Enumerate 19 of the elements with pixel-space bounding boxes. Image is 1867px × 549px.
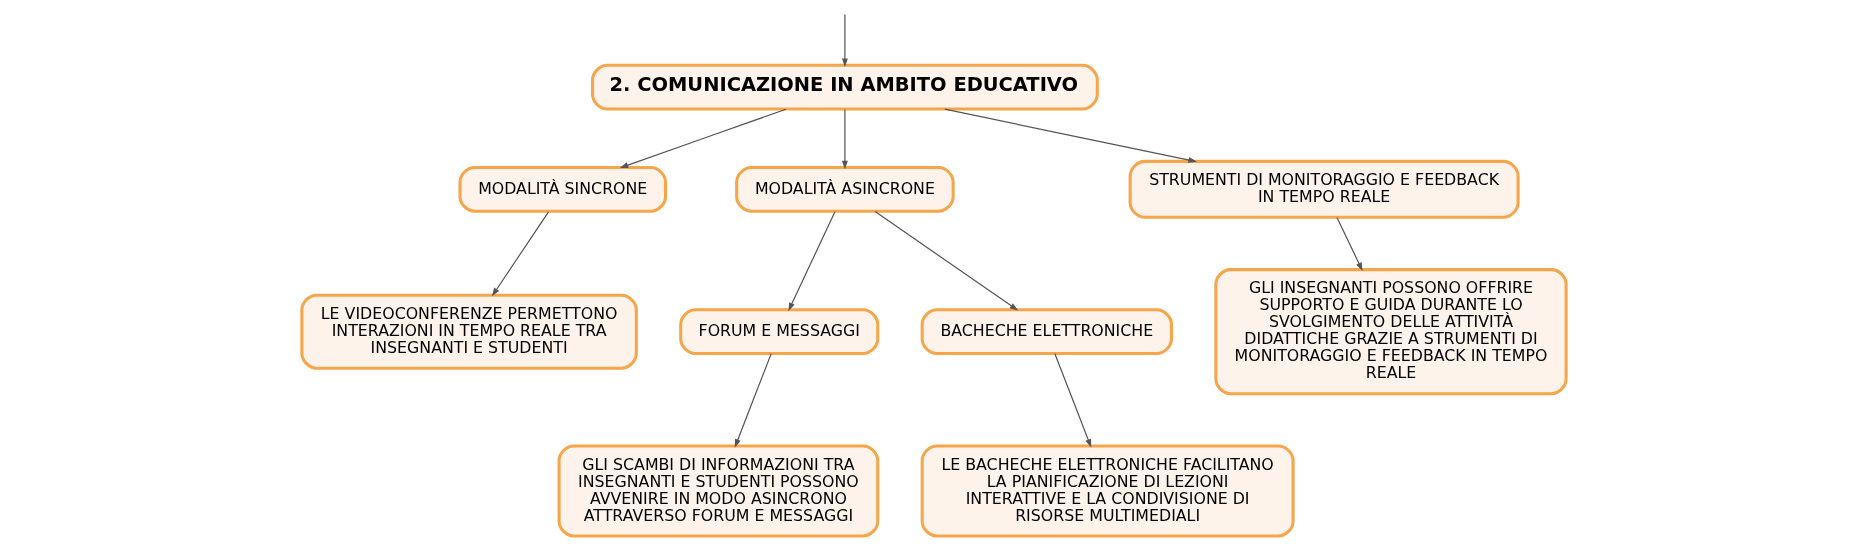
- node-box: FORUM E MESSAGGI: [678, 308, 879, 356]
- arrow: [734, 353, 772, 448]
- node-box: LE VIDEOCONFERENZE PERMETTONO INTERAZIONI IN TEMPO REALE TRA INSEGNANTI E STUDENTI: [299, 293, 638, 370]
- arrow: [491, 211, 549, 297]
- arrow: [1053, 353, 1091, 448]
- node-box: BACHECHE ELETTRONICHE: [920, 308, 1173, 356]
- arrow: [943, 108, 1197, 163]
- arrow: [619, 108, 787, 168]
- node-box: GLI INSEGNANTI POSSONO OFFRIRE SUPPORTO E GUIDA DURANTE LO SVOLGIMENTO DELLE ATTIVITÀ DIDATTICHE GRAZIE A STRUMENTI DI MONITORAGGIO E FEEDBACK IN TEMPO REALE: [1213, 268, 1568, 396]
- arrow: [787, 211, 836, 312]
- node-box: LE BACHECHE ELETTRONICHE FACILITANO LA PIANIFICAZIONE DI LEZIONI INTERATTIVE E LA CONDIVISIONE DI RISORSE MULTIMEDIALI: [920, 444, 1295, 538]
- node-box: MODALITÀ SINCRONE: [457, 165, 667, 213]
- arrow: [841, 13, 848, 68]
- arrow: [1335, 216, 1363, 272]
- arrow: [874, 210, 1018, 311]
- node-box: MODALITÀ ASINCRONE: [734, 165, 955, 213]
- node-box: 2. COMUNICAZIONE IN AMBITO EDUCATIVO: [590, 63, 1099, 111]
- arrow: [841, 108, 848, 170]
- node-box: GLI SCAMBI DI INFORMAZIONI TRA INSEGNANTI E STUDENTI POSSONO AVVENIRE IN MODO ASINCRONO ATTRAVERSO FORUM E MESSAGGI: [557, 444, 879, 538]
